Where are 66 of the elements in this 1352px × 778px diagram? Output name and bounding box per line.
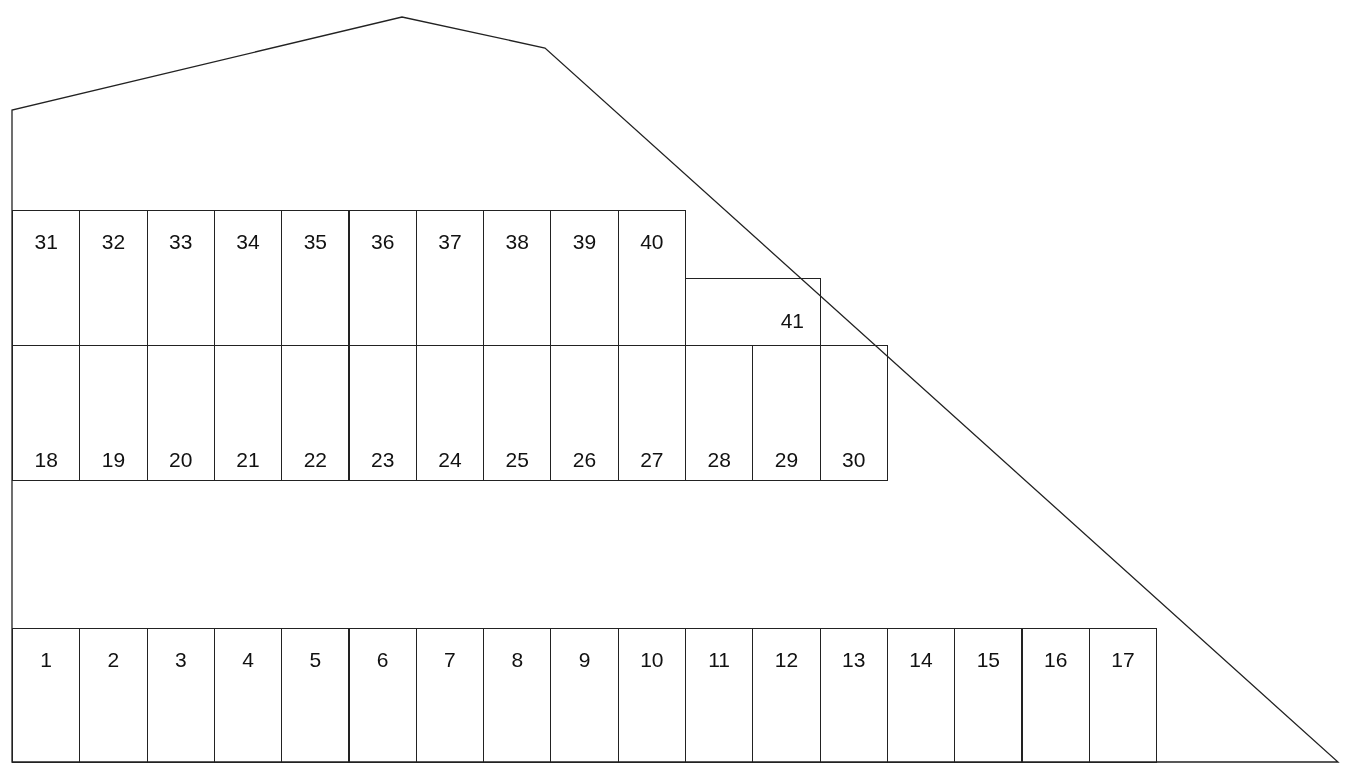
- lot-number: 22: [303, 449, 327, 470]
- lot-number: 17: [1111, 649, 1135, 670]
- lot-number: 37: [438, 231, 462, 252]
- lot-box: [415, 628, 485, 763]
- lot-number: 6: [376, 649, 389, 670]
- lot-number: 33: [169, 231, 193, 252]
- lot-box: [79, 628, 148, 763]
- lot-box: [550, 628, 619, 763]
- lot-box: [685, 628, 754, 763]
- lot-number: 18: [34, 449, 58, 470]
- lot-number: 20: [169, 449, 193, 470]
- lot-box: [348, 345, 417, 481]
- lot-number: 11: [708, 649, 731, 670]
- lot-number: 13: [842, 649, 866, 670]
- lot-number: 1: [40, 649, 52, 670]
- lot-box: [483, 628, 552, 763]
- lot-number: 12: [774, 649, 799, 670]
- lot-box: [281, 210, 350, 346]
- lot-box: [281, 345, 350, 481]
- lot-number: 39: [572, 231, 597, 252]
- lot-number: 16: [1043, 649, 1068, 670]
- lot-number: 26: [572, 449, 597, 470]
- lot-box: [348, 628, 417, 763]
- lot-box: [12, 345, 81, 481]
- lot-number: 3: [174, 649, 187, 670]
- lot-number: 29: [774, 449, 799, 470]
- lot-number: 8: [511, 649, 524, 670]
- lot-number: 27: [640, 449, 664, 470]
- lot-number: 41: [780, 310, 804, 331]
- lot-box: [954, 628, 1023, 763]
- lot-number: 4: [242, 649, 254, 670]
- lot-box: [1088, 628, 1158, 763]
- lot-number: 34: [236, 231, 260, 252]
- lot-number: 35: [303, 231, 327, 252]
- lot-box: [213, 628, 283, 763]
- lot-number: 38: [505, 231, 529, 252]
- lot-number: 9: [578, 649, 591, 670]
- lot-box: [819, 345, 888, 481]
- lot-number: 5: [309, 649, 322, 670]
- lot-box: [752, 628, 821, 763]
- lot-number: 24: [438, 449, 462, 470]
- lot-box: [348, 210, 417, 346]
- lot-number: 36: [370, 231, 395, 252]
- lot-number: 23: [370, 449, 395, 470]
- lot-box: [617, 628, 686, 763]
- lot-number: 14: [909, 649, 933, 670]
- lot-number: 32: [101, 231, 126, 252]
- lot-number: 21: [236, 449, 260, 470]
- lot-number: 15: [976, 649, 1000, 670]
- lot-number: 25: [505, 449, 529, 470]
- lot-box: [12, 210, 81, 346]
- lot-number: 30: [842, 449, 866, 470]
- lot-number: 10: [640, 649, 664, 670]
- lot-box: [281, 628, 350, 763]
- lot-number: 31: [34, 231, 58, 252]
- lot-number: 19: [101, 449, 126, 470]
- lot-box: [146, 628, 215, 763]
- lot-box: [12, 628, 81, 763]
- lot-box: [1021, 628, 1090, 763]
- lot-box: [886, 628, 956, 763]
- lot-number: 40: [640, 231, 664, 252]
- lot-number: 28: [707, 449, 731, 470]
- lot-number: 7: [444, 649, 456, 670]
- lot-number: 2: [107, 649, 120, 670]
- lot-box: [819, 628, 888, 763]
- lot-box: [685, 278, 821, 346]
